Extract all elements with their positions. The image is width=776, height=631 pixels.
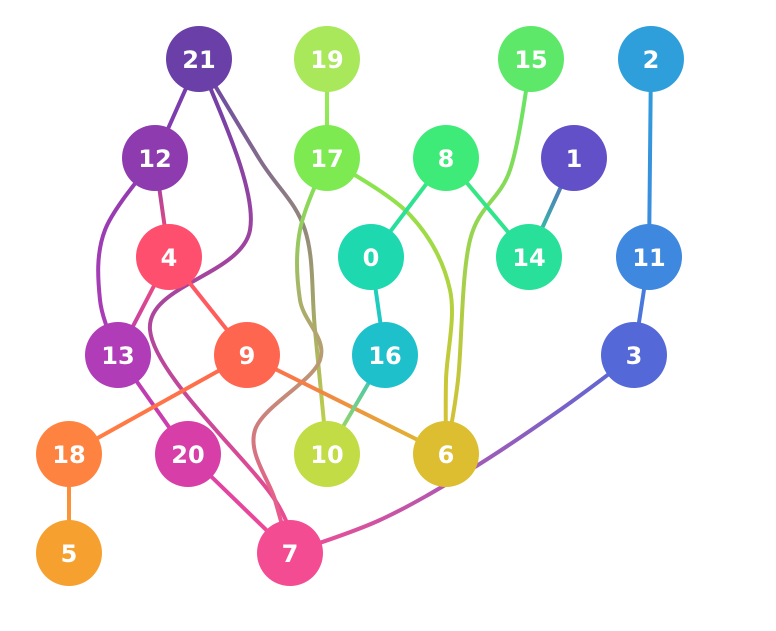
node-6-label: 6 xyxy=(438,441,455,469)
node-4-circle xyxy=(136,224,202,290)
node-9: 9 xyxy=(214,322,280,388)
node-5: 5 xyxy=(36,520,102,586)
node-20-circle xyxy=(155,421,221,487)
node-13-label: 13 xyxy=(101,342,134,370)
node-1-label: 1 xyxy=(566,145,583,173)
node-20-label: 20 xyxy=(171,441,204,469)
edge-9-6 xyxy=(245,353,448,456)
edge-15-6 xyxy=(444,57,533,456)
edge-17-7 xyxy=(251,156,329,555)
node-3-label: 3 xyxy=(626,342,643,370)
node-13-circle xyxy=(85,322,151,388)
node-19-label: 19 xyxy=(310,46,343,74)
node-1: 1 xyxy=(541,125,607,191)
node-14-label: 14 xyxy=(512,244,545,272)
node-4: 4 xyxy=(136,224,202,290)
node-6: 6 xyxy=(413,421,479,487)
node-15-label: 15 xyxy=(514,46,547,74)
node-0: 0 xyxy=(338,224,404,290)
node-0-label: 0 xyxy=(363,244,380,272)
node-9-circle xyxy=(214,322,280,388)
node-17-circle xyxy=(294,125,360,191)
node-2-circle xyxy=(618,26,684,92)
node-21-label: 21 xyxy=(182,46,215,74)
node-2-label: 2 xyxy=(643,46,660,74)
node-17-label: 17 xyxy=(310,145,343,173)
node-16: 16 xyxy=(352,322,418,388)
node-6-circle xyxy=(413,421,479,487)
node-8-label: 8 xyxy=(438,145,455,173)
node-1-circle xyxy=(541,125,607,191)
node-10-circle xyxy=(294,421,360,487)
node-18-label: 18 xyxy=(52,441,85,469)
node-21-circle xyxy=(166,26,232,92)
node-21: 21 xyxy=(166,26,232,92)
edge-17-6 xyxy=(325,156,454,456)
node-5-circle xyxy=(36,520,102,586)
node-3-circle xyxy=(601,322,667,388)
node-18-circle xyxy=(36,421,102,487)
node-13: 13 xyxy=(85,322,151,388)
edge-2-11 xyxy=(647,57,653,259)
node-4-label: 4 xyxy=(161,244,178,272)
node-11: 11 xyxy=(616,224,682,290)
node-3: 3 xyxy=(601,322,667,388)
edge-21-10 xyxy=(197,57,329,456)
node-14-circle xyxy=(496,224,562,290)
node-8-circle xyxy=(413,125,479,191)
node-5-label: 5 xyxy=(61,540,78,568)
node-7-label: 7 xyxy=(282,540,299,568)
node-19: 19 xyxy=(294,26,360,92)
node-2: 2 xyxy=(618,26,684,92)
edge-9-18 xyxy=(67,353,249,456)
node-11-circle xyxy=(616,224,682,290)
node-10-label: 10 xyxy=(310,441,343,469)
node-15: 15 xyxy=(498,26,564,92)
node-20: 20 xyxy=(155,421,221,487)
node-14: 14 xyxy=(496,224,562,290)
node-19-circle xyxy=(294,26,360,92)
node-16-circle xyxy=(352,322,418,388)
node-17: 17 xyxy=(294,125,360,191)
node-18: 18 xyxy=(36,421,102,487)
node-10: 10 xyxy=(294,421,360,487)
node-12-circle xyxy=(122,125,188,191)
node-7-circle xyxy=(257,520,323,586)
node-15-circle xyxy=(498,26,564,92)
node-12: 12 xyxy=(122,125,188,191)
node-8: 8 xyxy=(413,125,479,191)
node-9-label: 9 xyxy=(239,342,256,370)
node-0-circle xyxy=(338,224,404,290)
node-16-label: 16 xyxy=(368,342,401,370)
node-12-label: 12 xyxy=(138,145,171,173)
node-11-label: 11 xyxy=(632,244,665,272)
node-7: 7 xyxy=(257,520,323,586)
